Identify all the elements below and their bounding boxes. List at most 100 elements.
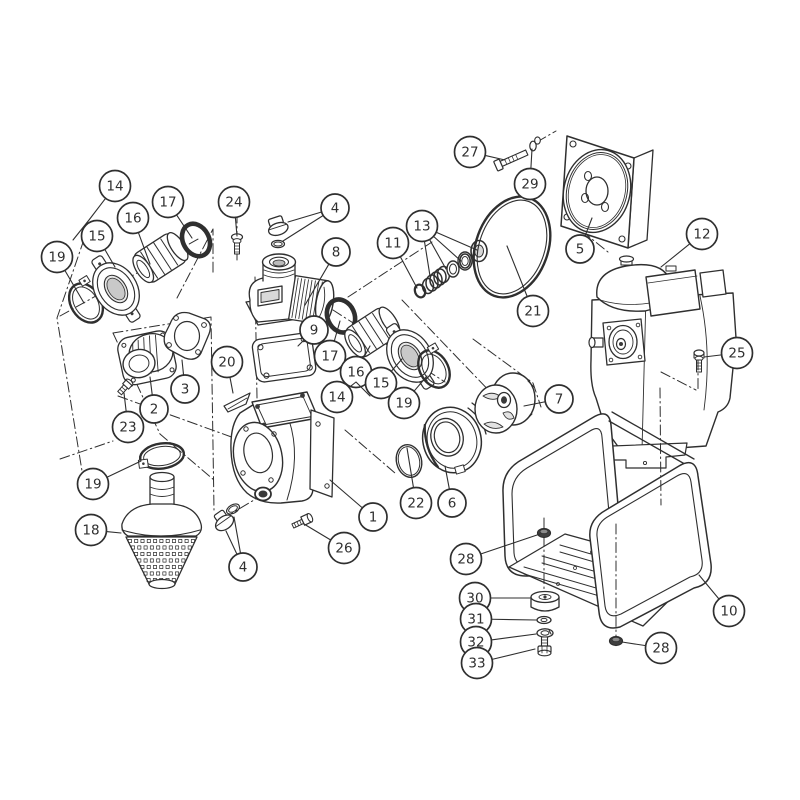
svg-text:14: 14 — [328, 390, 345, 406]
engine-12 — [588, 255, 737, 469]
callout-2: 2 — [139, 376, 169, 424]
svg-text:18: 18 — [82, 523, 99, 539]
callout-23: 23 — [111, 392, 145, 444]
threaded-flange-2 — [117, 330, 177, 386]
seal-spring-13 — [421, 265, 451, 295]
callout-28: 28 — [449, 533, 541, 576]
svg-text:9: 9 — [310, 323, 319, 339]
seal-washer-13 — [446, 260, 460, 278]
callout-28: 28 — [621, 631, 678, 665]
callout-29: 29 — [513, 148, 547, 201]
o-ring-22-inner — [397, 446, 421, 476]
callout-3: 3 — [170, 359, 200, 404]
o-ring-17 — [179, 221, 213, 259]
callout-17: 17 — [151, 185, 193, 239]
svg-text:12: 12 — [693, 227, 710, 243]
priming-plug-group — [230, 215, 289, 255]
callout-14: 14 — [72, 169, 132, 241]
svg-text:21: 21 — [524, 304, 541, 320]
callout-25: 25 — [703, 336, 754, 370]
o-ring-11 — [413, 283, 427, 299]
svg-text:20: 20 — [218, 355, 235, 371]
clamp-ring-19-strainer — [137, 442, 186, 470]
svg-text:16: 16 — [347, 365, 364, 381]
callout-11: 11 — [376, 226, 418, 289]
callout-14: 14 — [320, 380, 371, 414]
svg-text:33: 33 — [468, 656, 485, 672]
callout-1: 1 — [329, 479, 388, 532]
svg-text:2: 2 — [150, 402, 159, 418]
nut-28-left — [536, 527, 552, 539]
svg-text:22: 22 — [407, 496, 424, 512]
clamp-ring-19-discharge — [417, 342, 451, 389]
svg-text:11: 11 — [384, 236, 401, 252]
svg-text:25: 25 — [728, 346, 745, 362]
callout-26: 26 — [303, 523, 361, 565]
svg-text:7: 7 — [555, 392, 564, 408]
discharge-elbow-8 — [245, 253, 335, 326]
o-ring-21 — [472, 195, 552, 299]
svg-text:31: 31 — [467, 612, 484, 628]
o-ring-22 — [395, 444, 423, 478]
callout-19: 19 — [387, 375, 428, 420]
hose-coupling-kit-discharge — [324, 297, 451, 390]
callout-10: 10 — [698, 574, 746, 628]
callout-4: 4 — [282, 193, 350, 242]
svg-text:23: 23 — [119, 420, 136, 436]
mounting-plate-5 — [560, 135, 654, 249]
svg-text:32: 32 — [467, 635, 484, 651]
frame-10 — [502, 411, 712, 629]
svg-text:27: 27 — [461, 145, 478, 161]
callout-19: 19 — [40, 240, 85, 304]
recoil-starter — [588, 318, 646, 366]
svg-text:19: 19 — [48, 250, 65, 266]
hose-barb-16-discharge — [344, 306, 401, 358]
lock-washer-32 — [536, 628, 554, 638]
strainer-18 — [121, 471, 203, 590]
flange-gasket-3 — [163, 311, 211, 360]
plug-o-ring-lower — [225, 503, 241, 515]
callout-16: 16 — [116, 201, 151, 265]
fill-plug-4-upper — [267, 215, 289, 237]
bolt-24 — [230, 233, 244, 255]
callout-4: 4 — [225, 516, 258, 582]
callout-27: 27 — [453, 135, 506, 169]
impeller-7 — [474, 372, 536, 434]
assembly-axis-lines-front — [543, 359, 699, 638]
svg-text:29: 29 — [521, 177, 538, 193]
svg-text:3: 3 — [181, 382, 190, 398]
callout-19: 19 — [76, 460, 142, 501]
svg-text:10: 10 — [720, 604, 737, 620]
callout-9: 9 — [297, 315, 329, 347]
callout-5: 5 — [565, 217, 595, 264]
callout-15: 15 — [80, 219, 116, 268]
callout-21: 21 — [506, 245, 550, 328]
callout-24: 24 — [217, 185, 251, 237]
bolt-25 — [693, 349, 705, 373]
svg-text:17: 17 — [159, 195, 176, 211]
bolt-27 — [493, 149, 529, 172]
callout-18: 18 — [74, 513, 122, 547]
svg-text:13: 13 — [413, 219, 430, 235]
svg-text:6: 6 — [448, 496, 457, 512]
bolt-33 — [537, 636, 552, 657]
drain-plug-4-lower — [213, 503, 241, 532]
strainer-group — [121, 442, 241, 590]
bolt-26 — [291, 513, 314, 529]
callout-22: 22 — [399, 447, 433, 520]
svg-text:15: 15 — [372, 376, 389, 392]
callout-12: 12 — [660, 217, 719, 268]
svg-text:28: 28 — [652, 641, 669, 657]
svg-text:26: 26 — [335, 541, 352, 557]
svg-text:19: 19 — [84, 477, 101, 493]
svg-text:4: 4 — [239, 560, 248, 576]
callout-13: 13 — [405, 209, 478, 277]
svg-text:4: 4 — [331, 201, 340, 217]
drain-plug-23 — [117, 378, 134, 396]
svg-text:1: 1 — [369, 510, 378, 526]
washer-31 — [536, 615, 552, 625]
svg-text:19: 19 — [395, 396, 412, 412]
svg-text:15: 15 — [88, 229, 105, 245]
